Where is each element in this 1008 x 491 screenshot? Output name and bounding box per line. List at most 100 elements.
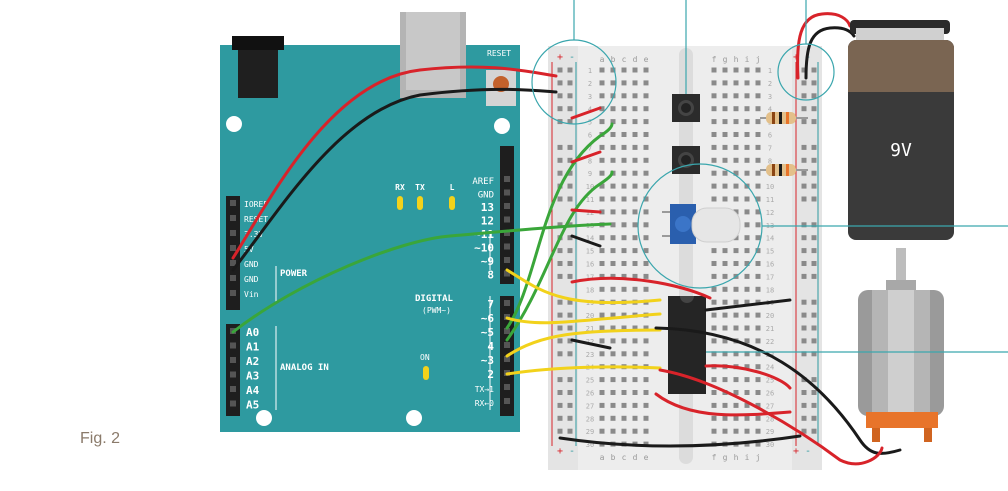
digital-pin-label: 13: [481, 201, 494, 214]
breadboard-label: 12: [586, 209, 594, 217]
power-header: [226, 196, 240, 310]
digital-pin-label: ~3: [481, 354, 494, 367]
breadboard-label: 23: [586, 351, 594, 359]
power-pin-label: GND: [244, 275, 259, 284]
breadboard-label: 18: [586, 286, 594, 294]
breadboard-label: 14: [586, 235, 594, 243]
pwm-label: (PWM~): [422, 306, 451, 315]
led-label: L: [450, 183, 455, 192]
battery-9v: 9V: [848, 20, 954, 240]
wire-d4: [505, 122, 614, 330]
callouts: [531, 0, 1008, 353]
breadboard-label: +: [793, 52, 799, 63]
breadboard-label: 20: [586, 312, 594, 320]
analog-header: [226, 324, 240, 416]
breadboard-label: 2: [588, 80, 592, 88]
breadboard-label: 18: [766, 286, 774, 294]
jumper-red: [570, 208, 602, 214]
power-pin-label: 3.3V: [244, 230, 263, 239]
breadboard-label: j: [756, 55, 761, 64]
led: [449, 196, 455, 210]
breadboard-label: 30: [766, 441, 774, 449]
breadboard-label: 28: [766, 415, 774, 423]
digital-pin-label: ~9: [481, 255, 494, 268]
wires: [231, 12, 902, 466]
breadboard-label: g: [723, 55, 728, 64]
breadboard-label: -: [805, 446, 811, 457]
breadboard-label: 22: [586, 338, 594, 346]
analog-pin-label: A4: [246, 384, 260, 397]
reset-label: RESET: [487, 49, 511, 58]
jumper-black: [704, 298, 792, 312]
breadboard-label: e: [644, 453, 649, 462]
on-label: ON: [420, 353, 430, 362]
on-led: [423, 366, 429, 380]
breadboard-label: 11: [766, 196, 774, 204]
wire-d8: [505, 268, 662, 305]
breadboard-label: 17: [586, 273, 594, 281]
breadboard-label: +: [557, 52, 563, 63]
led-label: RX: [395, 183, 405, 192]
breadboard-label: b: [611, 453, 616, 462]
mount-hole: [406, 410, 422, 426]
breadboard-label: i: [745, 55, 750, 64]
digital-label: DIGITAL: [415, 294, 454, 304]
dc-motor: [858, 248, 944, 442]
wire-d3: [505, 328, 662, 358]
breadboard-label: 10: [586, 183, 594, 191]
breadboard-label: f: [712, 55, 717, 64]
breadboard-label: d: [633, 453, 638, 462]
power-pin-label: GND: [244, 260, 259, 269]
breadboard-label: i: [745, 453, 750, 462]
breadboard-label: 27: [586, 402, 594, 410]
breadboard-label: f: [712, 453, 717, 462]
breadboard-label: 25: [766, 377, 774, 385]
resistor-2: [760, 164, 808, 176]
battery-wire-black: [804, 26, 856, 80]
digital-pin-label: GND: [478, 191, 494, 201]
analog-pin-label: A1: [246, 341, 260, 354]
power-pin-label: Vin: [244, 290, 259, 299]
breadboard-label: 26: [586, 390, 594, 398]
digital-pin-label: 2: [487, 368, 494, 381]
breadboard-label: 4: [768, 106, 772, 114]
breadboard-label: g: [723, 453, 728, 462]
analog-pin-label: A2: [246, 355, 259, 368]
digital-header-high: [500, 146, 514, 284]
breadboard-label: 1: [588, 67, 592, 75]
breadboard-label: 10: [766, 183, 774, 191]
breadboard-label: +: [793, 446, 799, 457]
digital-pin-label: TX→1: [475, 385, 494, 394]
wire-a0: [231, 222, 612, 334]
breadboard-label: 6: [768, 132, 772, 140]
breadboard-label: 1: [768, 67, 772, 75]
digital-pin-label: RX←0: [475, 399, 494, 408]
breadboard-label: 17: [766, 273, 774, 281]
analog-pin-label: A5: [246, 399, 259, 412]
breadboard-label: 29: [766, 428, 774, 436]
pushbutton-2: [672, 146, 700, 174]
digital-pin-label: ~10: [474, 242, 494, 255]
breadboard-label: 4: [588, 106, 592, 114]
battery-wire-red: [796, 12, 852, 80]
digital-pin-label: ~5: [481, 326, 494, 339]
breadboard-label: 3: [588, 93, 592, 101]
wire-gnd: [231, 87, 558, 272]
breadboard-label: 6: [588, 132, 592, 140]
jumper-red: [570, 150, 602, 164]
breadboard-label: h: [734, 55, 739, 64]
breadboard-label: 7: [588, 144, 592, 152]
breadboard-labels: aabbccddeeffgghhiijj11223344556677889910…: [557, 52, 811, 462]
breadboard-label: 21: [586, 325, 594, 333]
breadboard-label: c: [622, 55, 627, 64]
wire-d5: [505, 170, 614, 342]
motor-wire-red: [658, 368, 884, 466]
power-label: POWER: [280, 269, 308, 279]
digital-pin-label: 4: [487, 340, 494, 353]
wire-d6: [505, 312, 662, 325]
pushbutton-1: [672, 94, 700, 122]
